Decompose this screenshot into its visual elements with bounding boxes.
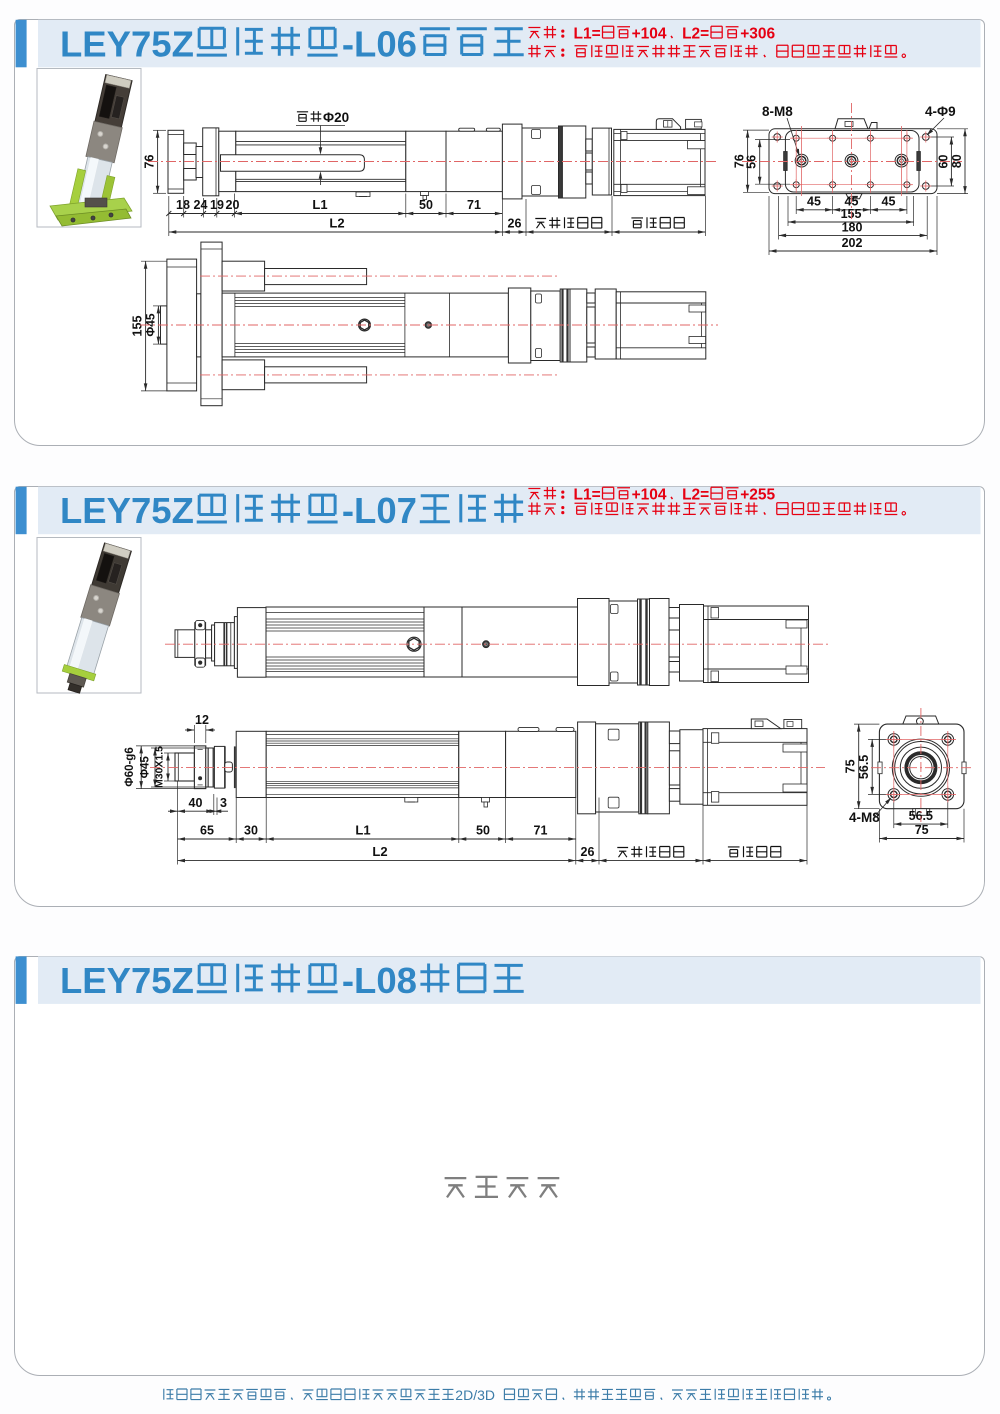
svg-text:75: 75 (915, 823, 929, 837)
svg-text:L1=: L1= (574, 487, 601, 504)
svg-text:12: 12 (195, 713, 209, 727)
svg-text:56.5: 56.5 (857, 755, 871, 779)
svg-text:26: 26 (581, 845, 595, 859)
svg-text:180: 180 (842, 221, 863, 235)
svg-text:4-Φ9: 4-Φ9 (925, 104, 956, 119)
svg-text:40: 40 (189, 796, 203, 810)
svg-text:2D/3D: 2D/3D (455, 1387, 495, 1403)
svg-text:LEY75Z: LEY75Z (60, 490, 194, 531)
svg-text:-L07: -L07 (342, 490, 417, 531)
svg-text:56.5: 56.5 (909, 809, 933, 823)
svg-text:+104: +104 (632, 487, 667, 504)
svg-text:71: 71 (534, 824, 548, 838)
svg-text:20: 20 (226, 198, 240, 212)
svg-text:+306: +306 (740, 26, 775, 43)
svg-text:45: 45 (882, 195, 896, 209)
svg-text:71: 71 (467, 198, 481, 212)
svg-text:18: 18 (176, 198, 190, 212)
svg-text:Φ45: Φ45 (144, 313, 158, 337)
svg-text:26: 26 (508, 217, 522, 231)
svg-text:L1=: L1= (574, 26, 601, 43)
svg-text:155: 155 (131, 316, 145, 337)
svg-text:Φ60-g6: Φ60-g6 (124, 747, 136, 786)
svg-text:19: 19 (210, 198, 224, 212)
svg-text:Φ20: Φ20 (323, 110, 349, 125)
svg-text:L1: L1 (312, 197, 327, 212)
svg-text:+104: +104 (632, 26, 667, 43)
svg-text:LEY75Z: LEY75Z (60, 960, 194, 1001)
svg-text:30: 30 (244, 824, 258, 838)
svg-text:L1: L1 (355, 823, 370, 838)
svg-text:L2: L2 (372, 844, 387, 859)
svg-text:L2=: L2= (682, 487, 709, 504)
svg-text:76: 76 (733, 154, 747, 168)
svg-text:50: 50 (476, 824, 490, 838)
svg-text:202: 202 (842, 236, 863, 250)
svg-text:65: 65 (200, 824, 214, 838)
svg-text:+255: +255 (740, 487, 775, 504)
svg-text:80: 80 (950, 154, 964, 168)
svg-text:4-M8: 4-M8 (849, 810, 880, 825)
svg-text:50: 50 (419, 198, 433, 212)
svg-text:Φ45: Φ45 (140, 756, 152, 779)
svg-text:24: 24 (194, 198, 208, 212)
svg-text:L2=: L2= (682, 26, 709, 43)
svg-text:155: 155 (841, 207, 862, 221)
svg-text:75: 75 (844, 759, 858, 773)
svg-text:-L08: -L08 (342, 960, 417, 1001)
svg-text:45: 45 (807, 195, 821, 209)
svg-text:M30X1.5: M30X1.5 (154, 746, 166, 788)
svg-text:8-M8: 8-M8 (762, 104, 793, 119)
svg-text:3: 3 (220, 796, 227, 810)
svg-text:-L06: -L06 (342, 23, 417, 64)
svg-text:L2: L2 (329, 216, 344, 231)
svg-text:LEY75Z: LEY75Z (60, 23, 194, 64)
